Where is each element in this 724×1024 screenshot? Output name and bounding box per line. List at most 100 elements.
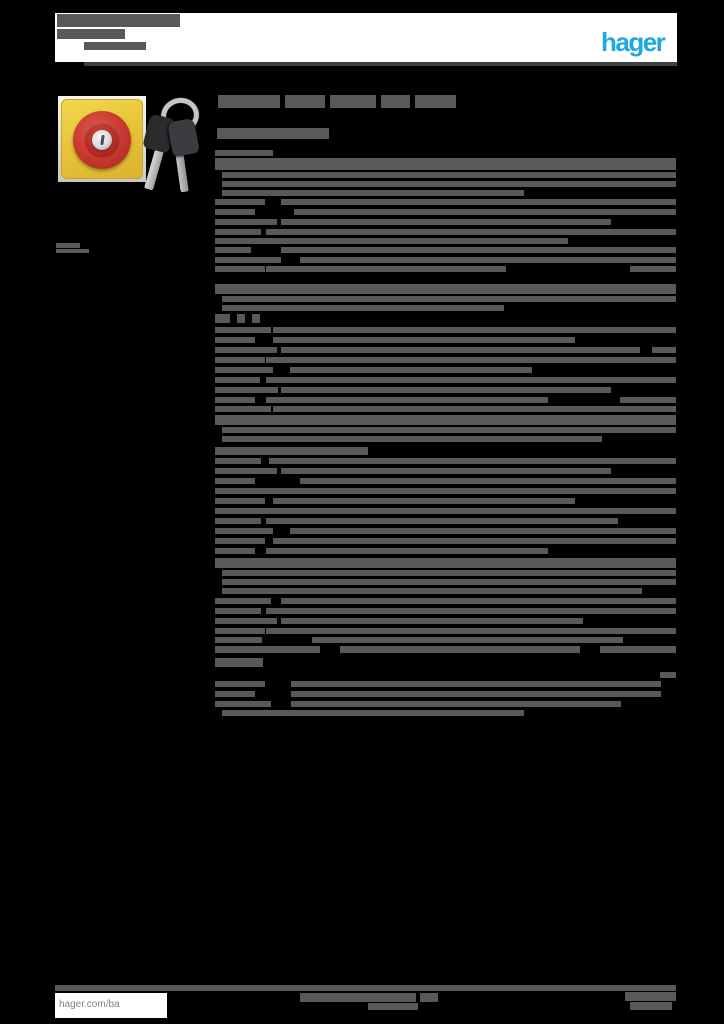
spec-text-redacted xyxy=(281,199,676,205)
spec-text-redacted xyxy=(340,646,580,653)
spec-text-redacted xyxy=(222,436,602,442)
spec-text-redacted xyxy=(215,247,251,253)
spec-text-redacted xyxy=(620,397,676,403)
spec-text-redacted xyxy=(215,199,265,205)
spec-text-redacted xyxy=(281,219,611,225)
spec-text-redacted xyxy=(222,305,504,311)
spec-text-redacted xyxy=(215,150,273,156)
page-title-redacted xyxy=(381,95,410,108)
spec-text-redacted xyxy=(266,397,548,403)
spec-text-redacted xyxy=(281,508,676,514)
spec-text-redacted xyxy=(300,257,676,263)
spec-text-redacted xyxy=(215,406,271,412)
spec-text-redacted xyxy=(215,347,277,353)
spec-text-redacted xyxy=(300,478,676,484)
spec-text-redacted xyxy=(215,528,273,534)
spec-text-redacted xyxy=(215,367,273,373)
hager-logo: hager xyxy=(601,27,666,57)
spec-text-redacted xyxy=(291,691,661,697)
spec-text-redacted xyxy=(222,570,676,576)
header-text-redacted xyxy=(57,29,125,39)
spec-text-redacted xyxy=(222,172,676,178)
spec-text-redacted xyxy=(215,284,676,294)
spec-text-redacted xyxy=(215,266,265,272)
spec-text-redacted xyxy=(215,209,255,215)
spec-text-redacted xyxy=(215,468,277,474)
key-cylinder xyxy=(92,130,112,150)
spec-text-redacted xyxy=(215,314,230,323)
spec-text-redacted xyxy=(273,498,575,504)
spec-text-redacted xyxy=(281,468,611,474)
spec-text-redacted xyxy=(290,528,676,534)
spec-text-redacted xyxy=(215,646,320,653)
spec-text-redacted xyxy=(660,672,676,678)
spec-text-redacted xyxy=(237,314,245,323)
spec-text-redacted xyxy=(600,646,676,653)
spec-text-redacted xyxy=(215,508,281,514)
spec-text-redacted xyxy=(215,488,271,494)
footer-rule-redacted xyxy=(55,985,676,991)
spec-text-redacted xyxy=(215,637,262,643)
footer-url-text: hager.com/ba xyxy=(59,999,120,1010)
spec-text-redacted xyxy=(215,498,265,504)
spec-text-redacted xyxy=(215,558,676,568)
footer-text-redacted xyxy=(420,993,438,1002)
spec-text-redacted xyxy=(215,628,265,634)
spec-text-redacted xyxy=(291,681,661,687)
spec-text-redacted xyxy=(273,538,676,544)
page-title-redacted xyxy=(218,95,280,108)
spec-text-redacted xyxy=(266,377,676,383)
section-heading-redacted xyxy=(217,128,329,139)
spec-text-redacted xyxy=(215,158,676,170)
section-heading-redacted xyxy=(215,658,263,667)
footer-text-redacted xyxy=(368,1003,418,1010)
spec-text-redacted xyxy=(273,406,676,412)
spec-text-redacted xyxy=(215,229,261,235)
spec-text-redacted xyxy=(312,637,623,643)
spec-text-redacted xyxy=(252,314,260,323)
spec-text-redacted xyxy=(215,257,281,263)
spec-text-redacted xyxy=(266,518,618,524)
footer-text-redacted xyxy=(630,1002,672,1010)
spec-text-redacted xyxy=(630,266,676,272)
spec-text-redacted xyxy=(215,691,255,697)
margin-note-redacted xyxy=(56,249,89,253)
spec-text-redacted xyxy=(222,710,524,716)
spec-text-redacted xyxy=(291,701,621,707)
key-blade xyxy=(175,151,189,193)
spec-text-redacted xyxy=(652,347,676,353)
spec-text-redacted xyxy=(266,238,568,244)
footer-url-box: hager.com/ba xyxy=(55,993,167,1018)
spec-text-redacted xyxy=(290,367,532,373)
spec-text-redacted xyxy=(281,618,583,624)
emergency-stop-button-cap xyxy=(84,122,120,158)
key-head xyxy=(167,117,200,158)
spec-text-redacted xyxy=(215,518,261,524)
header-text-redacted xyxy=(84,42,146,50)
spec-text-redacted xyxy=(215,415,676,425)
spec-text-redacted xyxy=(215,238,271,244)
spec-text-redacted xyxy=(222,190,524,196)
spec-text-redacted xyxy=(215,478,255,484)
spec-text-redacted xyxy=(269,458,676,464)
spec-text-redacted xyxy=(215,618,277,624)
spec-text-redacted xyxy=(215,598,271,604)
product-keys xyxy=(142,93,206,193)
spec-text-redacted xyxy=(266,628,676,634)
spec-text-redacted xyxy=(215,701,271,707)
spec-text-redacted xyxy=(281,347,640,353)
spec-text-redacted xyxy=(281,598,676,604)
spec-text-redacted xyxy=(215,397,255,403)
footer-text-redacted xyxy=(625,992,676,1001)
spec-text-redacted xyxy=(215,219,277,225)
spec-text-redacted xyxy=(266,229,676,235)
spec-text-redacted xyxy=(215,548,255,554)
spec-text-redacted xyxy=(215,357,265,363)
keyhole-icon xyxy=(99,134,105,146)
spec-text-redacted xyxy=(215,387,278,393)
product-photo xyxy=(58,96,146,182)
spec-text-redacted xyxy=(215,327,271,333)
spec-text-redacted xyxy=(222,296,676,302)
spec-text-redacted xyxy=(266,488,676,494)
